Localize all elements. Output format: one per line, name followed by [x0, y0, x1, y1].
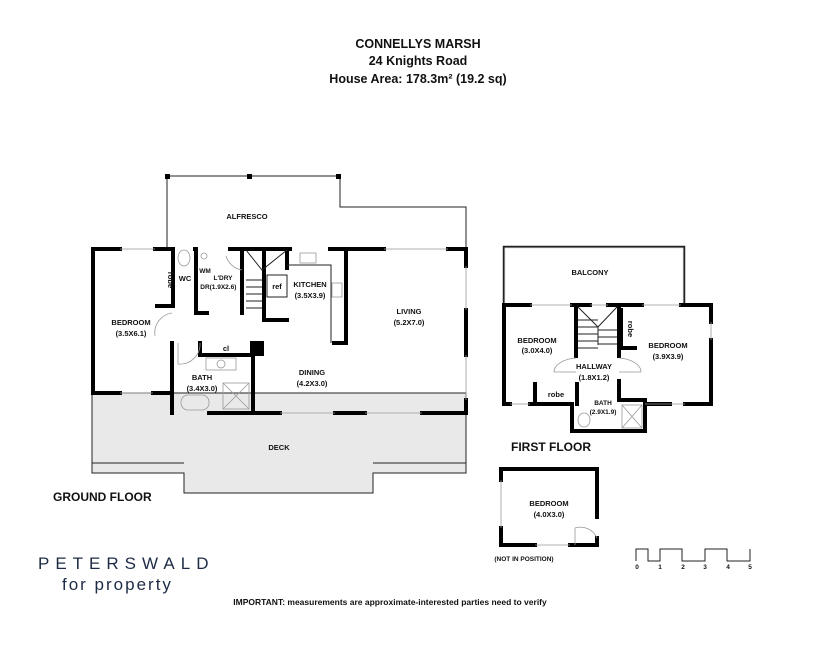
room-dr: DR [200, 284, 210, 291]
shower [222, 382, 250, 410]
ground-stairs [245, 249, 288, 309]
room-dining: DINING [299, 368, 325, 377]
room-dining-size: (4.2X3.0) [297, 379, 328, 388]
logo-line-2: for property [62, 575, 173, 594]
room-robe: robe [166, 272, 175, 288]
room-alfresco: ALFRESCO [226, 212, 267, 221]
scale-tick: 1 [658, 564, 662, 571]
room-hallway-size: (1.8X1.2) [579, 373, 610, 382]
room-robe-2: robe [626, 321, 635, 337]
room-balcony: BALCONY [571, 268, 608, 277]
room-laundry-size: (1.9X2.6) [210, 284, 237, 291]
property-title: CONNELLYS MARSH [355, 37, 480, 51]
detached-bedroom-plan: BEDROOM (4.0X3.0) (NOT IN POSITION) [494, 467, 599, 563]
room-laundry: L'DRY [214, 275, 234, 282]
room-detached-bedroom: BEDROOM [529, 499, 568, 508]
alfresco-outline [166, 175, 467, 247]
room-bath-size: (3.4X3.0) [187, 384, 218, 393]
deck-area [91, 392, 467, 494]
scale-tick: 4 [726, 564, 730, 571]
room-bedroom-size: (3.5X6.1) [116, 329, 147, 338]
room-hallway: HALLWAY [576, 362, 612, 371]
house-area: House Area: 178.3m² (19.2 sq) [329, 72, 506, 86]
scale-bar: 0 1 2 3 4 5 [635, 548, 752, 571]
disclaimer: IMPORTANT: measurements are approximate-… [233, 597, 547, 607]
room-bath: BATH [594, 400, 612, 407]
room-living-size: (5.2X7.0) [394, 318, 425, 327]
ground-floor-label: GROUND FLOOR [53, 490, 152, 504]
room-bedroom-1-size: (3.0X4.0) [522, 346, 553, 355]
logo-line-1: PETERSWALD [38, 554, 215, 573]
peterswald-logo: PETERSWALD for property [38, 554, 215, 594]
room-bedroom-1: BEDROOM [517, 336, 556, 345]
room-detached-bedroom-size: (4.0X3.0) [534, 510, 565, 519]
scale-tick: 2 [681, 564, 685, 571]
room-cl: cl [223, 344, 229, 353]
room-living: LIVING [396, 307, 421, 316]
room-bath: BATH [192, 373, 212, 382]
room-bedroom: BEDROOM [111, 318, 150, 327]
room-bedroom-2: BEDROOM [648, 341, 687, 350]
room-ref: ref [272, 282, 282, 291]
room-kitchen-size: (3.5X3.9) [295, 291, 326, 300]
first-floor-stairs [577, 306, 618, 349]
bathtub [180, 394, 210, 411]
room-wc: WC [179, 274, 192, 283]
room-bedroom-2-size: (3.9X3.9) [653, 352, 684, 361]
room-wm: WM [199, 268, 211, 275]
ground-floor-plan: ALFRESCO BEDROOM (3.5X6.1) robe WC WM DR… [53, 174, 468, 504]
disclaimer-text: measurements are approximate-interested … [285, 597, 547, 607]
scale-tick: 5 [748, 564, 752, 571]
first-floor-label: FIRST FLOOR [511, 440, 591, 454]
room-kitchen: KITCHEN [293, 280, 326, 289]
scale-tick: 0 [635, 564, 639, 571]
room-robe-1: robe [548, 390, 564, 399]
disclaimer-label: IMPORTANT: [233, 597, 285, 607]
scale-tick: 3 [703, 564, 707, 571]
property-address: 24 Knights Road [369, 54, 468, 68]
room-bath-size: (2.9X1.9) [590, 409, 617, 416]
not-in-position-note: (NOT IN POSITION) [494, 556, 553, 563]
room-deck: DECK [268, 443, 290, 452]
first-floor-plan: BALCONY BEDROOM (3.0X4.0) BEDROOM (3.9X3… [502, 245, 713, 454]
